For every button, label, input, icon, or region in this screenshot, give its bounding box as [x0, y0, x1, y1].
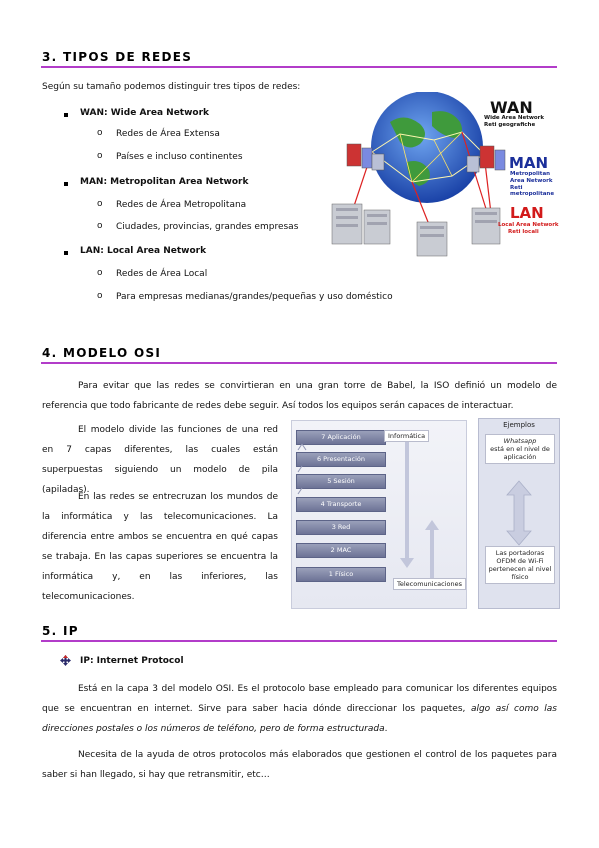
ip-paragraph-2: Necesita de la ayuda de otros protocolos… [42, 750, 557, 780]
list-item-lan: LAN: Local Area Network [80, 246, 207, 256]
fisico-example-card: Las portadoras OFDM de Wi-Fi pertenecen … [485, 546, 555, 584]
wan-caption: Reti geografiche [484, 122, 536, 128]
four-arrows-icon [60, 655, 71, 666]
osi-layer: 6 Presentación [296, 452, 386, 467]
bullet-circle: o [97, 128, 103, 138]
osi-layer: 2 MAC [296, 543, 386, 558]
ejemplos-panel: Ejemplos Whatsapp está en el nivel de ap… [478, 418, 560, 609]
bullet-square [64, 182, 68, 186]
ip-p1-italic: algo así como las direcciones postales o… [42, 704, 557, 734]
man-label: MAN [509, 154, 549, 172]
man-caption: Metropolitan [510, 171, 551, 177]
wan-caption: Wide Area Network [484, 115, 545, 121]
list-subitem: Redes de Área Extensa [116, 129, 220, 139]
osi-layer: 7 Aplicación [296, 430, 386, 445]
ip-bullet-title: IP: Internet Protocol [80, 656, 184, 666]
section-title-ip: 5. IP [42, 624, 79, 638]
list-item-wan: WAN: Wide Area Network [80, 108, 210, 118]
man-caption: Reti metropolitane [510, 185, 555, 197]
whatsapp-text: está en el nivel de aplicación [490, 445, 550, 461]
man-caption: Area Network [510, 178, 553, 184]
bullet-circle: o [97, 268, 103, 278]
label-informatica: Informática [384, 430, 430, 442]
whatsapp-example-card: Whatsapp está en el nivel de aplicación [485, 434, 555, 464]
osi-layer: 3 Red [296, 520, 386, 535]
osi-paragraph-3: En las redes se entrecruzan los mundos d… [42, 492, 278, 602]
section-title-osi: 4. MODELO OSI [42, 346, 162, 360]
section-rule [41, 362, 557, 364]
section-rule [41, 66, 557, 68]
list-subitem: Ciudades, provincias, grandes empresas [116, 222, 299, 232]
ip-p1-text: Está en la capa 3 del modelo OSI. Es el … [42, 684, 557, 714]
ip-p1-end: . [384, 724, 388, 734]
ejemplos-title: Ejemplos [503, 421, 535, 429]
osi-layer: 5 Sesión [296, 474, 386, 489]
lan-label: LAN [510, 204, 544, 222]
list-subitem: Redes de Área Local [116, 269, 208, 279]
osi-layer: 4 Transporte [296, 497, 386, 512]
osi-arrows [297, 440, 439, 582]
osi-paragraph-2: El modelo divide las funciones de una re… [42, 425, 278, 495]
network-types-figure: WAN Wide Area Network Reti geografiche M… [312, 91, 562, 272]
whatsapp-name: Whatsapp [503, 437, 537, 445]
osi-paragraph-1: Para evitar que las redes se convirtiera… [42, 381, 557, 411]
redes-intro: Según su tamaño podemos distinguir tres … [42, 82, 301, 92]
label-telecomunicaciones: Telecomunicaciones [393, 578, 467, 590]
bullet-circle: o [97, 221, 103, 231]
list-subitem: Para empresas medianas/grandes/pequeñas … [116, 292, 393, 302]
list-item-man: MAN: Metropolitan Area Network [80, 177, 249, 187]
bullet-circle: o [97, 199, 103, 209]
bullet-circle: o [97, 291, 103, 301]
lan-caption: Reti locali [508, 229, 539, 235]
bullet-circle: o [97, 151, 103, 161]
bullet-square [64, 113, 68, 117]
double-arrow-icon [506, 480, 532, 546]
bullet-square [64, 251, 68, 255]
lan-caption: Local Area Network [498, 222, 559, 228]
wan-label: WAN [490, 98, 533, 117]
section-title-redes: 3. TIPOS DE REDES [42, 50, 193, 64]
section-rule [41, 640, 557, 642]
list-subitem: Redes de Área Metropolitana [116, 200, 247, 210]
network-globe-illustration [331, 91, 506, 257]
ip-paragraph-1: Está en la capa 3 del modelo OSI. Es el … [42, 679, 557, 739]
osi-layer: 1 Físico [296, 567, 386, 582]
list-subitem: Países e incluso continentes [116, 152, 243, 162]
